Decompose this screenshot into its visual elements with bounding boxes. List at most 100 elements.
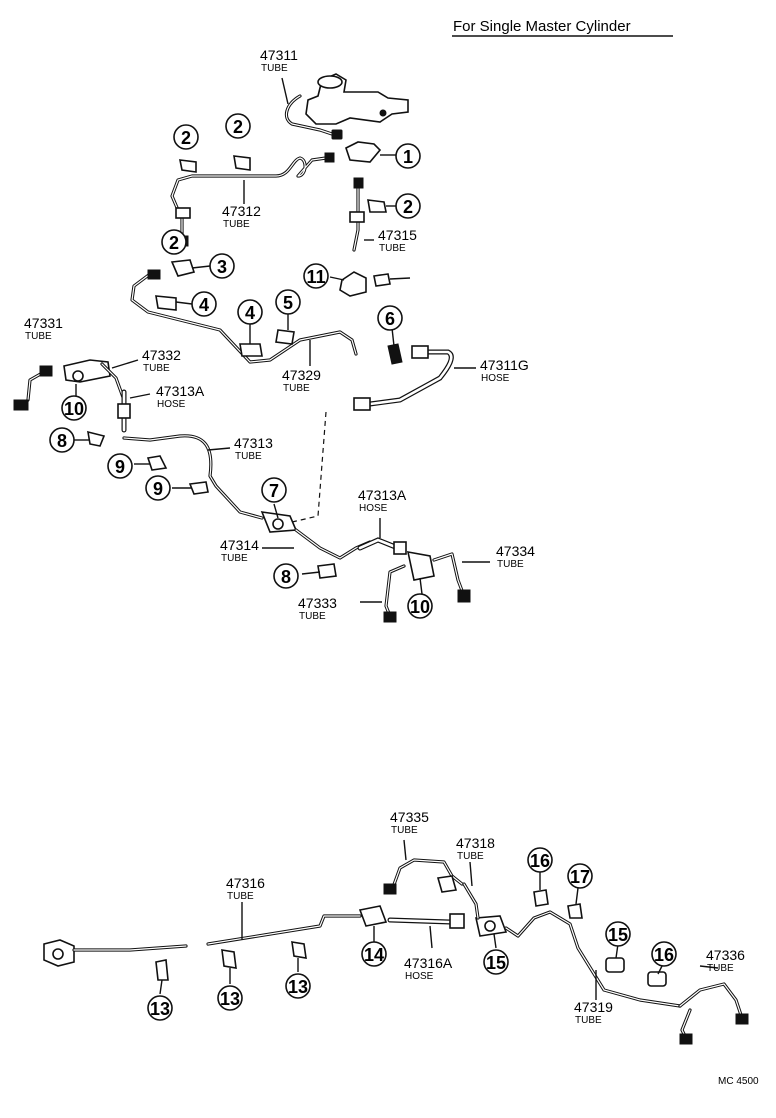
callout-circle — [395, 143, 421, 169]
callout-8: 8 — [49, 427, 75, 453]
part-kind-47313: TUBE — [235, 451, 262, 462]
leader-lines — [74, 77, 719, 1000]
part-kind-47334: TUBE — [497, 559, 524, 570]
part-kind-47333: TUBE — [299, 611, 326, 622]
callout-circle — [225, 113, 251, 139]
callout-13: 13 — [217, 985, 243, 1011]
part-number-47331: 47331 — [24, 315, 63, 331]
callout-circle — [285, 973, 311, 999]
part-kind-47331: TUBE — [25, 331, 52, 342]
callout-number: 3 — [217, 257, 227, 277]
part-kind-47311G: HOSE — [481, 373, 510, 384]
callout-number: 8 — [57, 431, 67, 451]
part-number-47336: 47336 — [706, 947, 745, 963]
callout-10: 10 — [407, 593, 433, 619]
callout-number: 11 — [306, 267, 325, 287]
part-kind-47335: TUBE — [391, 825, 418, 836]
diagram-code: MC 4500 — [718, 1076, 759, 1087]
part-kind-47319: TUBE — [575, 1015, 602, 1026]
part-number-labels: 47311TUBE47312TUBE47315TUBE47331TUBE4733… — [24, 47, 745, 1026]
part-kind-47313A_a: HOSE — [157, 399, 186, 410]
callout-number: 1 — [403, 147, 413, 167]
part-kind-47311: TUBE — [261, 63, 288, 74]
part-number-47334: 47334 — [496, 543, 535, 559]
callout-circle — [361, 941, 387, 967]
callout-circle — [209, 253, 235, 279]
part-number-47333: 47333 — [298, 595, 337, 611]
part-number-47314: 47314 — [220, 537, 259, 553]
callout-11: 11 — [303, 263, 329, 289]
part-kind-47316A: HOSE — [405, 971, 434, 982]
callout-circle — [217, 985, 243, 1011]
part-kind-47313A_b: HOSE — [359, 503, 388, 514]
callout-number: 9 — [153, 479, 163, 499]
callout-number: 7 — [269, 481, 279, 501]
part-number-47332: 47332 — [142, 347, 181, 363]
part-number-47335: 47335 — [390, 809, 429, 825]
part-kind-47316: TUBE — [227, 891, 254, 902]
callout-circle — [527, 847, 553, 873]
part-kind-47332: TUBE — [143, 363, 170, 374]
part-kind-47329: TUBE — [283, 383, 310, 394]
callout-16: 16 — [651, 941, 677, 967]
callout-number: 14 — [364, 945, 384, 965]
callout-number: 13 — [220, 989, 240, 1009]
callout-circle — [261, 477, 287, 503]
callout-2: 2 — [395, 193, 421, 219]
callout-circle — [407, 593, 433, 619]
part-number-47318: 47318 — [456, 835, 495, 851]
callout-number: 13 — [150, 999, 170, 1019]
part-kind-47315: TUBE — [379, 243, 406, 254]
callout-4: 4 — [191, 291, 217, 317]
callout-circle — [377, 305, 403, 331]
callout-number: 2 — [233, 117, 243, 137]
callout-1: 1 — [395, 143, 421, 169]
part-number-47311G: 47311G — [480, 357, 529, 373]
part-number-47329: 47329 — [282, 367, 321, 383]
callout-17: 17 — [567, 863, 593, 889]
callout-number: 4 — [245, 303, 255, 323]
part-number-47313A_a: 47313A — [156, 383, 205, 399]
callout-circle — [61, 395, 87, 421]
callout-circle — [161, 229, 187, 255]
master-cylinder — [305, 73, 409, 125]
part-number-47319: 47319 — [574, 999, 613, 1015]
part-number-47315: 47315 — [378, 227, 417, 243]
part-kind-47336: TUBE — [707, 963, 734, 974]
callout-circle — [237, 299, 263, 325]
part-kind-47318: TUBE — [457, 851, 484, 862]
callout-number: 2 — [169, 233, 179, 253]
callout-8: 8 — [273, 563, 299, 589]
part-number-47313: 47313 — [234, 435, 273, 451]
callout-circle — [273, 563, 299, 589]
callout-4: 4 — [237, 299, 263, 325]
callout-2: 2 — [161, 229, 187, 255]
callout-circle — [147, 995, 173, 1021]
callout-circle — [651, 941, 677, 967]
callout-circle — [483, 949, 509, 975]
callout-10: 10 — [61, 395, 87, 421]
part-number-47312: 47312 — [222, 203, 261, 219]
part-number-47311: 47311 — [260, 47, 298, 63]
callout-number: 2 — [181, 128, 191, 148]
callout-2: 2 — [225, 113, 251, 139]
callout-15: 15 — [605, 921, 631, 947]
callout-2: 2 — [173, 124, 199, 150]
callout-number: 15 — [608, 925, 628, 945]
callout-circle — [395, 193, 421, 219]
callout-number: 5 — [283, 293, 293, 313]
callout-7: 7 — [261, 477, 287, 503]
callout-number: 16 — [654, 945, 674, 965]
callout-number: 13 — [288, 977, 308, 997]
callout-circle — [173, 124, 199, 150]
callout-number: 6 — [385, 309, 395, 329]
callout-circle — [567, 863, 593, 889]
callout-number: 15 — [486, 953, 506, 973]
callout-9: 9 — [107, 453, 133, 479]
callout-number: 10 — [410, 597, 430, 617]
callout-number: 8 — [281, 567, 291, 587]
callout-16: 16 — [527, 847, 553, 873]
diagram-title: For Single Master Cylinder — [453, 18, 631, 35]
callout-14: 14 — [361, 941, 387, 967]
